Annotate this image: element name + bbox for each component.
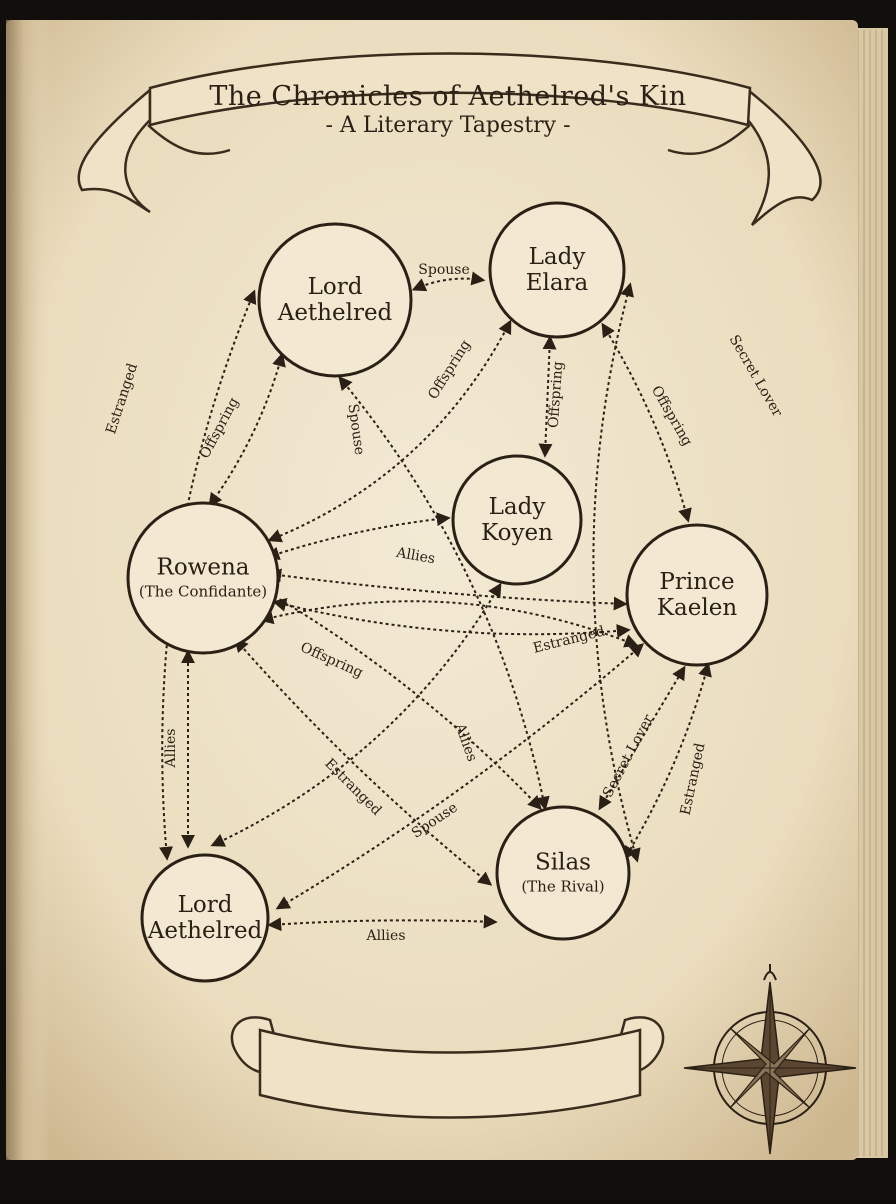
node-rowena: Rowena (The Confidante): [126, 501, 280, 655]
node-label: Kaelen: [657, 595, 737, 621]
edge-label: Offspring: [546, 361, 567, 429]
node-label: Aethelred: [147, 918, 263, 944]
node-circle: [625, 523, 769, 667]
edge-silas-elara: [592, 282, 641, 863]
node-label: Rowena: [157, 555, 250, 581]
node-label: Elara: [526, 270, 589, 296]
edge-kaelen-silas: [623, 662, 712, 861]
node-circle: [257, 222, 413, 378]
node-label: Prince: [659, 569, 734, 595]
node-sublabel: (The Rival): [521, 878, 604, 896]
node-label: Koyen: [481, 520, 553, 546]
node-label: Aethelred: [277, 300, 393, 326]
node-sublabel: (The Confidante): [139, 583, 267, 601]
binding-shadow: [6, 20, 50, 1160]
node-circle: [495, 805, 631, 941]
node-label: Lord: [178, 892, 233, 918]
node-circle: [488, 201, 626, 339]
edge-kaelen-lord_bottom: [275, 643, 645, 910]
node-label: Lady: [529, 244, 586, 270]
compass-rose-icon: [683, 964, 857, 1155]
node-label: Lord: [308, 274, 363, 300]
edge-label: Spouse: [418, 262, 469, 278]
edge-label: Allies: [365, 928, 405, 944]
edge-rowena-koyen: [265, 512, 451, 561]
title-banner: [77, 52, 822, 226]
edge-elara-koyen: [538, 335, 557, 458]
node-circle: [140, 853, 270, 983]
node-label: Lady: [489, 494, 546, 520]
node-silas: Silas (The Rival): [495, 805, 631, 941]
diagram-subtitle: - A Literary Tapestry -: [325, 113, 570, 138]
edge-label: Allies: [163, 728, 179, 768]
edge-elara-rowena: [267, 319, 512, 543]
edge-elara-kaelen: [601, 322, 692, 523]
edge-label: Allies: [394, 545, 436, 568]
diagram-title: The Chronicles of Aethelred's Kin: [209, 81, 686, 112]
node-label: Silas: [535, 850, 591, 876]
node-circle: [126, 501, 280, 655]
node-circle: [451, 454, 583, 586]
bottom-banner: [230, 1016, 665, 1119]
edge-lord_top-elara: [411, 271, 486, 292]
nodes-layer: LordAethelredLadyElaraLadyKoyenRowena(Th…: [126, 201, 769, 983]
